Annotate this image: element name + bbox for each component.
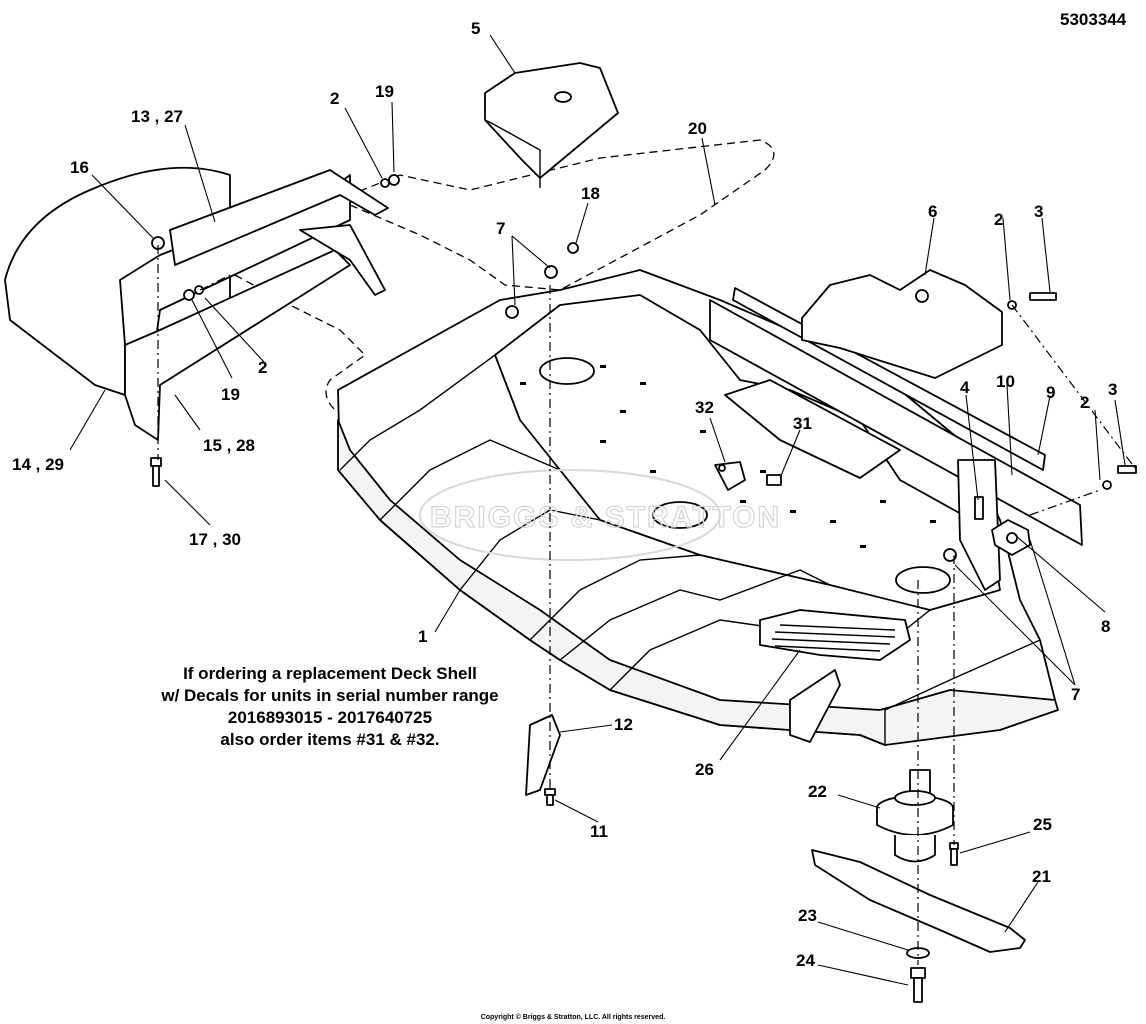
- shield-5: [484, 62, 619, 188]
- bracket-4: [974, 496, 984, 520]
- ordering-note: If ordering a replacement Deck Shell w/ …: [160, 664, 498, 749]
- rear-baffle: [4, 166, 389, 441]
- nut-7b: [505, 305, 519, 319]
- deck-shell: BRIGGS & STRATTON: [337, 269, 1059, 746]
- callout-9: 9: [1046, 383, 1055, 402]
- leader-lines: [69, 34, 1126, 986]
- callout-16: 16: [70, 158, 89, 177]
- step-ribs: [771, 624, 896, 652]
- bolt-3b: [1117, 465, 1137, 474]
- callout-14-29: 14 , 29: [12, 455, 64, 474]
- callout-3-top: 3: [1034, 202, 1043, 221]
- bolt-3a: [1029, 292, 1057, 301]
- callout-7-right: 7: [1071, 685, 1080, 704]
- callout-17-30: 17 , 30: [189, 530, 241, 549]
- note-line-3: 2016893015 - 2017640725: [228, 708, 432, 727]
- diagram-number: 5303344: [1060, 10, 1127, 29]
- callout-15-28: 15 , 28: [203, 436, 255, 455]
- screw-11: [544, 788, 556, 806]
- watermark: BRIGGS & STRATTON: [430, 501, 781, 534]
- callout-4: 4: [960, 378, 970, 397]
- callout-2-right-top: 2: [994, 210, 1003, 229]
- note-line-1: If ordering a replacement Deck Shell: [183, 664, 477, 683]
- callout-5: 5: [471, 19, 480, 38]
- assembly-centerlines: [157, 245, 1136, 965]
- callout-20: 20: [688, 119, 707, 138]
- nut-7a: [544, 265, 558, 279]
- bolt-24: [910, 967, 926, 1003]
- deck-bracket-right: [957, 459, 1001, 591]
- note-line-2: w/ Decals for units in serial number ran…: [160, 686, 498, 705]
- callout-3-right: 3: [1108, 380, 1117, 399]
- callout-8: 8: [1101, 617, 1110, 636]
- bolt-18: [567, 242, 579, 254]
- washer-2d: [1102, 480, 1112, 490]
- callout-1: 1: [418, 627, 427, 646]
- callout-32: 32: [695, 398, 714, 417]
- bolt-17-30: [150, 457, 162, 487]
- callout-18: 18: [581, 184, 600, 203]
- callout-2-top: 2: [330, 89, 339, 108]
- callout-25: 25: [1033, 815, 1052, 834]
- callout-31: 31: [793, 414, 812, 433]
- deck-bracket-front: [789, 669, 841, 743]
- spindle-opening-center: [652, 501, 708, 529]
- bracket-6: [801, 269, 1003, 379]
- callout-22: 22: [808, 782, 827, 801]
- deck-holes: [520, 365, 936, 548]
- screw-32: [718, 464, 726, 472]
- callout-2-left: 2: [258, 358, 267, 377]
- callout-19-left: 19: [221, 385, 240, 404]
- callout-7-top: 7: [496, 219, 505, 238]
- callout-26: 26: [695, 760, 714, 779]
- callout-23: 23: [798, 906, 817, 925]
- callout-6: 6: [928, 202, 937, 221]
- spindle-opening-right: [895, 566, 951, 594]
- screw-19b: [183, 289, 195, 301]
- note-line-4: also order items #31 & #32.: [220, 730, 439, 749]
- nut-7c: [943, 548, 957, 562]
- guard-12: [525, 714, 561, 796]
- callout-21: 21: [1032, 867, 1051, 886]
- washer-2a: [380, 178, 390, 188]
- callout-24: 24: [796, 951, 815, 970]
- knob-31: [766, 474, 782, 486]
- copyright-text: Copyright © Briggs & Stratton, LLC. All …: [481, 1013, 666, 1021]
- callout-2-right: 2: [1080, 393, 1089, 412]
- callout-13-27: 13 , 27: [131, 107, 183, 126]
- screw-25: [949, 842, 959, 866]
- callout-19-top: 19: [375, 82, 394, 101]
- screw-19a: [388, 174, 400, 186]
- spindle-assembly-22: [876, 769, 954, 863]
- blade-21: [811, 849, 1026, 953]
- callout-12: 12: [614, 715, 633, 734]
- callout-11: 11: [590, 822, 608, 841]
- callout-labels: 1 2 19 2 19 13 , 27 16 14 , 29 15 , 28 1…: [12, 19, 1117, 970]
- spindle-opening-left: [539, 357, 595, 385]
- washer-2b: [194, 285, 204, 295]
- callout-10: 10: [996, 372, 1015, 391]
